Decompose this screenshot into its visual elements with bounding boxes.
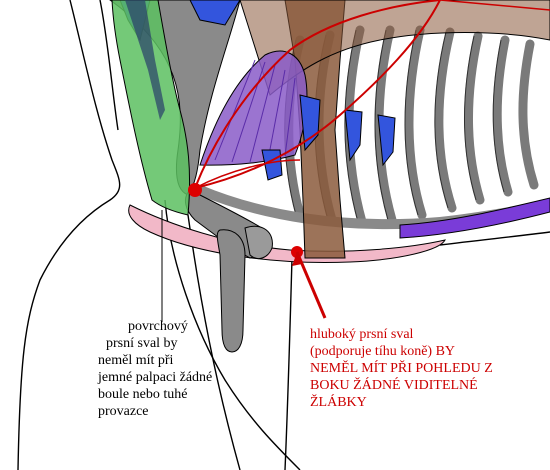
- deep-pointer-arrowhead: [292, 252, 302, 266]
- label-line: provazce: [98, 404, 149, 419]
- elbow-bone: [244, 225, 273, 259]
- label-line: NEMĚL MÍT PŘI POHLEDU Z: [310, 361, 493, 376]
- label-line: boule nebo tuhé: [98, 387, 188, 402]
- rib: [404, 25, 427, 220]
- neck-outline-left: [17, 0, 121, 470]
- humerus-bone: [184, 189, 266, 259]
- label-line: (podporuje tíhu koně) BY: [310, 344, 456, 359]
- dark-muscle-stripe: [125, 0, 165, 120]
- rib: [434, 27, 457, 213]
- purple-fan-striations: [214, 59, 296, 163]
- rib: [492, 35, 513, 197]
- leg-outline-back: [284, 257, 293, 470]
- label-line: prsní sval by: [106, 336, 178, 351]
- pectoral-outline-red-top: [439, 0, 550, 11]
- label-line: jemné palpaci žádné: [98, 370, 213, 385]
- label-line: neměl mít při: [98, 353, 174, 368]
- label-line: povrchový: [128, 319, 188, 334]
- label-line: ŽLÁBKY: [310, 395, 367, 410]
- neck-inner-line: [99, 0, 119, 131]
- deep-pectoral-label: hluboký prsní sval (podporuje tíhu koně)…: [310, 326, 550, 411]
- label-line: hluboký prsní sval: [310, 327, 414, 342]
- leg-outline-front: [164, 199, 301, 470]
- deep-pointer-line: [295, 251, 327, 319]
- superficial-pectoral-marker: [188, 183, 202, 197]
- radius-bone: [216, 229, 246, 353]
- pectoral-outline-red-lower: [194, 159, 301, 189]
- label-line: BOKU ŽÁDNÉ VIDITELNÉ: [310, 378, 478, 393]
- pectoral-outline-red: [193, 0, 442, 190]
- purple-belly-muscle: [399, 197, 550, 239]
- green-muscle: [111, 0, 191, 216]
- rib: [464, 31, 485, 205]
- rib: [518, 39, 539, 190]
- belly-outline: [439, 231, 550, 246]
- superficial-pectoral-label: povrchový prsní sval by neměl mít při je…: [98, 318, 248, 420]
